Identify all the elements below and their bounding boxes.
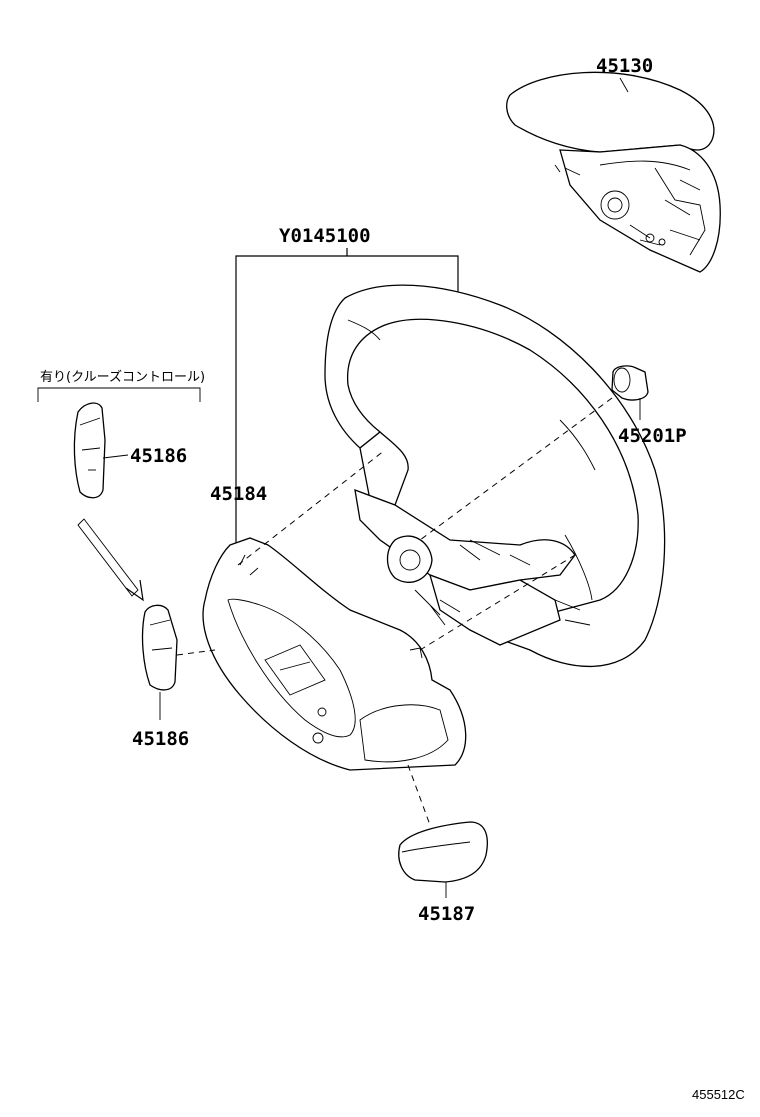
label-45184: 45184: [210, 483, 267, 505]
label-45186-top: 45186: [130, 445, 187, 467]
lower-cover-45187: [398, 821, 488, 883]
label-45187: 45187: [418, 903, 475, 925]
steering-wheel: [324, 284, 666, 668]
dash-cover-to-wheel-right: [419, 554, 576, 651]
dash-cover-to-wheel-left: [237, 449, 386, 566]
switch-45186-top: [73, 402, 106, 499]
note-cruise-control: 有り(クルーズコントロール): [40, 369, 205, 385]
airbag-pad-45130: [506, 71, 721, 273]
diagram-code: 455512C: [692, 1087, 745, 1102]
label-y0145100: Y0145100: [279, 225, 371, 247]
nut-45201p: [611, 365, 649, 401]
dash-nut-to-wheel: [419, 397, 613, 541]
dash-lower-cover: [407, 764, 431, 826]
leader-45186-top: [102, 454, 129, 459]
cover-45184: [202, 537, 467, 771]
arrow-icon: [77, 518, 144, 602]
label-45201p: 45201P: [618, 425, 687, 447]
switch-45186-bottom: [141, 604, 178, 691]
dash-switch-to-cover: [176, 649, 216, 656]
label-45186-bottom: 45186: [132, 728, 189, 750]
label-45130: 45130: [596, 55, 653, 77]
note-bracket: [37, 387, 201, 402]
leader-45130: [619, 77, 629, 93]
